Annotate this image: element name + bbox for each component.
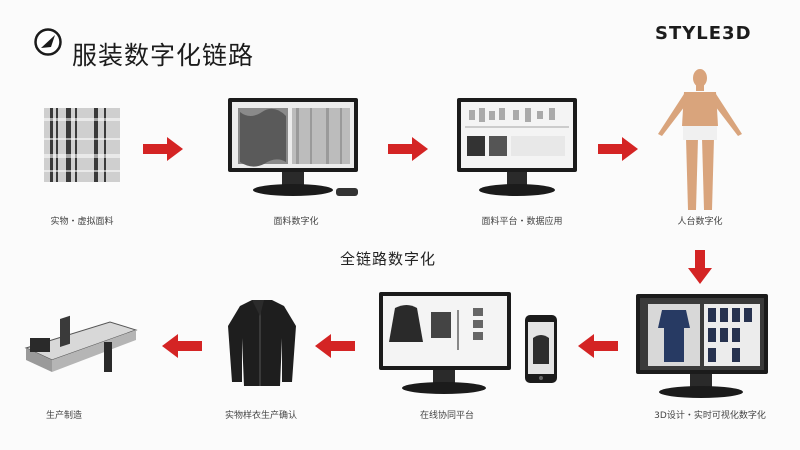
physical-sample-jacket [228,300,296,386]
section-subtitle: 全链路数字化 [340,250,437,268]
physical-fabric-swatch [44,108,120,182]
3d-avatar-figure [658,69,742,210]
style3d-logo: STYLE3D [655,23,752,42]
step-caption-avatar-digitization: 人台数字化 [677,217,723,227]
fabric-platform-monitor [457,98,577,196]
flow-arrow-left [162,334,202,358]
flow-arrow-right [598,137,638,161]
page-title: 服装数字化链路 [72,41,255,70]
logo-text: STYLE3D [655,23,752,42]
step-caption-collaboration: 在线协同平台 [419,411,474,421]
flow-arrow-right [388,137,428,161]
3d-design-monitor [636,294,768,398]
step-caption-fabric-digitization: 面料数字化 [273,217,319,227]
step-caption-physical-fabric: 实物・虚拟面料 [50,217,114,227]
fabric-digitization-monitor [228,98,358,196]
compass-logo-icon [34,28,62,56]
step-caption-3d-design: 3D设计・实时可视化数字化 [654,411,766,421]
smartphone-collaboration [525,315,557,383]
flow-arrow-left [315,334,355,358]
online-collaboration-monitor [379,292,511,394]
step-caption-fabric-platform: 面料平台・数据应用 [481,217,563,227]
flow-arrow-down [688,250,712,284]
step-caption-sample-confirmation: 实物样衣生产确认 [224,411,297,421]
flow-arrow-left [578,334,618,358]
production-cutting-machine [24,315,138,372]
flow-arrow-right [143,137,183,161]
step-caption-production: 生产制造 [45,411,82,421]
